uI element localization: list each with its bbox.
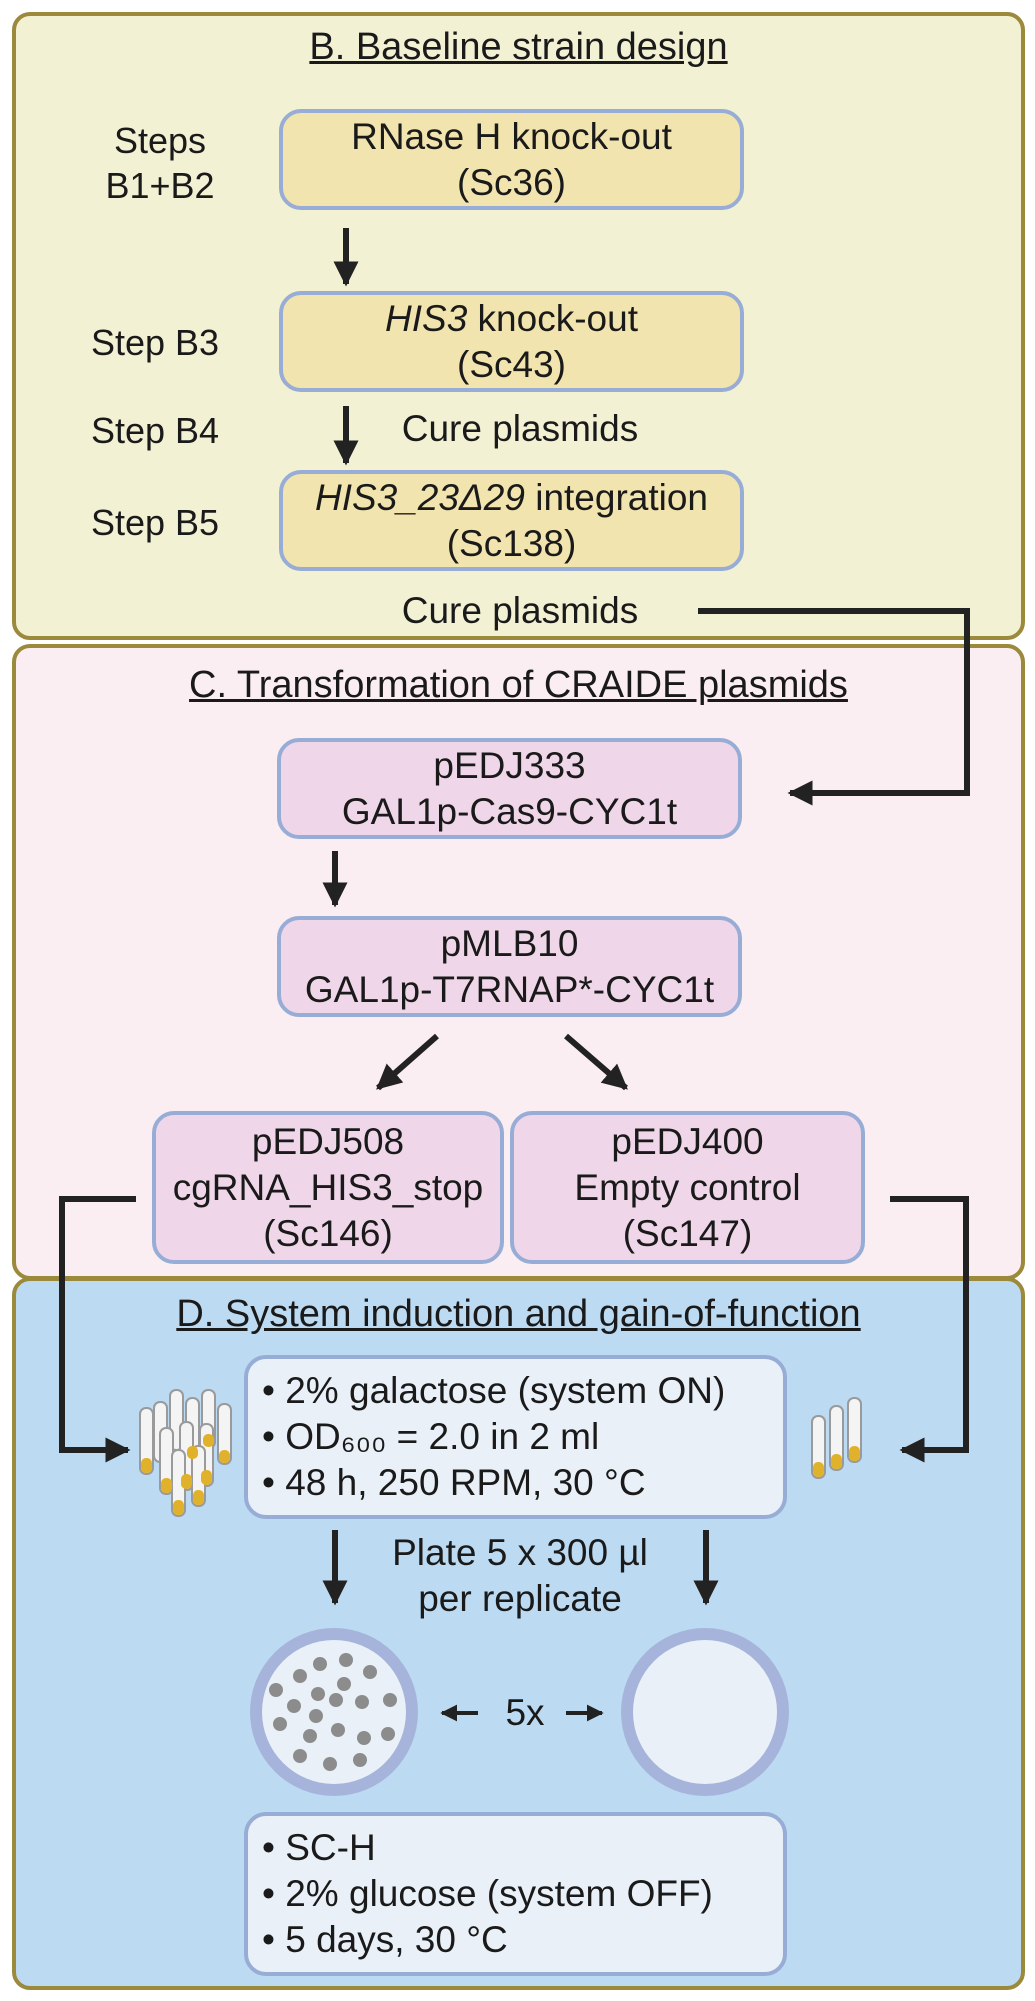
panel-c-title: C. Transformation of CRAIDE plasmids xyxy=(189,664,848,706)
petri-dish-empty-icon xyxy=(621,1628,789,1796)
culture-tubes-icon xyxy=(139,1389,232,1517)
his3-integration-box: HIS3_23Δ29 integration (Sc138) xyxy=(279,470,744,571)
arrow-to-pedj508 xyxy=(376,1033,439,1091)
fold-label: 5x xyxy=(505,1692,545,1733)
step-b4-label: Step B4 xyxy=(90,410,220,451)
panel-b-title: B. Baseline strain design xyxy=(309,26,728,68)
arrow-to-pedj333 xyxy=(698,608,970,806)
pedj400-box: pEDJ400 Empty control (Sc147) xyxy=(510,1111,865,1264)
cure-plasmids-label-2: Cure plasmids xyxy=(401,590,639,631)
pmlb10-box: pMLB10 GAL1p-T7RNAP*-CYC1t xyxy=(277,916,742,1017)
step-b1b2-label: Steps B1+B2 xyxy=(105,120,215,206)
culture-tubes-icon xyxy=(811,1397,862,1479)
his3-knockout-box: HIS3 knock-out (Sc43) xyxy=(279,291,744,392)
petri-dish-colonies-icon xyxy=(250,1628,418,1796)
plate-instruction: Plate 5 x 300 µl per replicate xyxy=(392,1532,648,1619)
rnaseh-knockout-box: RNase H knock-out (Sc36) xyxy=(279,109,744,210)
step-b5-label: Step B5 xyxy=(90,502,220,543)
step-b3-label: Step B3 xyxy=(90,322,220,363)
cure-plasmids-label-1: Cure plasmids xyxy=(401,408,639,449)
arrow-to-pedj400 xyxy=(564,1033,628,1091)
pedj333-box: pEDJ333 GAL1p-Cas9-CYC1t xyxy=(277,738,742,839)
induction-conditions-box: • 2% galactose (system ON) • OD₆₀₀ = 2.0… xyxy=(244,1355,787,1519)
arrow-pedj400-to-tubes xyxy=(890,1196,969,1463)
panel-d-title: D. System induction and gain-of-function xyxy=(176,1293,861,1335)
arrow-pedj508-to-tubes xyxy=(59,1196,136,1463)
selection-media-box: • SC-H • 2% glucose (system OFF) • 5 day… xyxy=(244,1812,787,1976)
pedj508-box: pEDJ508 cgRNA_HIS3_stop (Sc146) xyxy=(152,1111,504,1264)
